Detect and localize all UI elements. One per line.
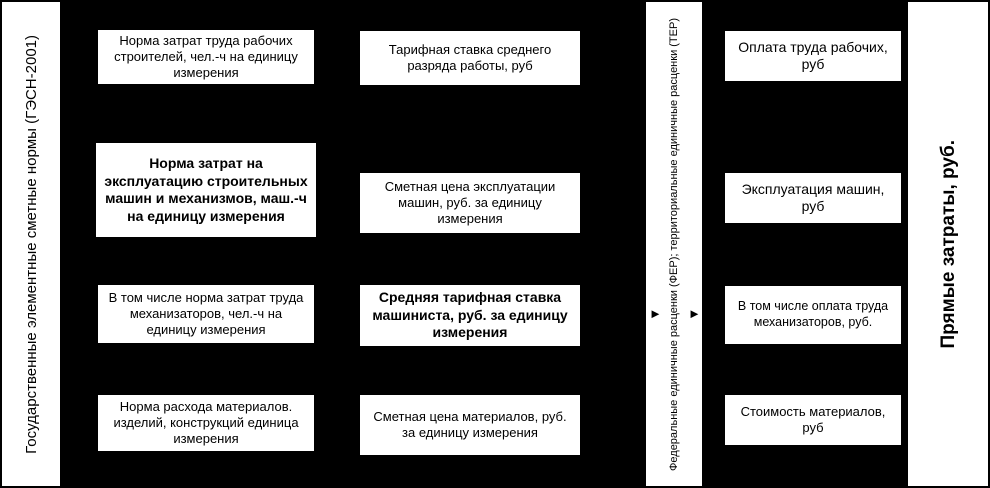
materials-price-box: Сметная цена материалов, руб. за единицу… (359, 394, 581, 456)
machine-operation-price-box: Сметная цена эксплуатации машин, руб. за… (359, 172, 581, 234)
machine-operation-norm-box: Норма затрат на эксплуатацию строительны… (95, 142, 317, 238)
arrow-right-icon: ► (688, 306, 701, 321)
workers-pay-box: Оплата труда рабочих, руб (724, 30, 902, 82)
machinist-labor-norm-box: В том числе норма затрат труда механизат… (97, 284, 315, 344)
left-axis-label: Государственные элементные сметные нормы… (22, 34, 40, 454)
materials-cost-box: Стоимость материалов, руб (724, 394, 902, 446)
average-wage-rate-box: Тарифная ставка среднего разряда работы,… (359, 30, 581, 86)
materials-consumption-norm-box: Норма расхода материалов. изделий, конст… (97, 394, 315, 452)
arrow-right-icon: ► (649, 306, 662, 321)
labor-norm-box: Норма затрат труда рабочих строителей, ч… (97, 29, 315, 85)
machinist-pay-box: В том числе оплата труда механизаторов, … (724, 285, 902, 345)
middle-axis-label: Федеральные единичные расценки (ФЕР); те… (668, 17, 680, 471)
right-axis-strip: Прямые затраты, руб. (908, 2, 988, 486)
left-axis-strip: Государственные элементные сметные нормы… (2, 2, 60, 486)
right-axis-label: Прямые затраты, руб. (938, 139, 959, 349)
machinist-wage-rate-box: Средняя тарифная ставка машиниста, руб. … (359, 284, 581, 347)
machine-operation-cost-box: Эксплуатация машин, руб (724, 172, 902, 224)
middle-axis-strip: Федеральные единичные расценки (ФЕР); те… (646, 2, 702, 486)
